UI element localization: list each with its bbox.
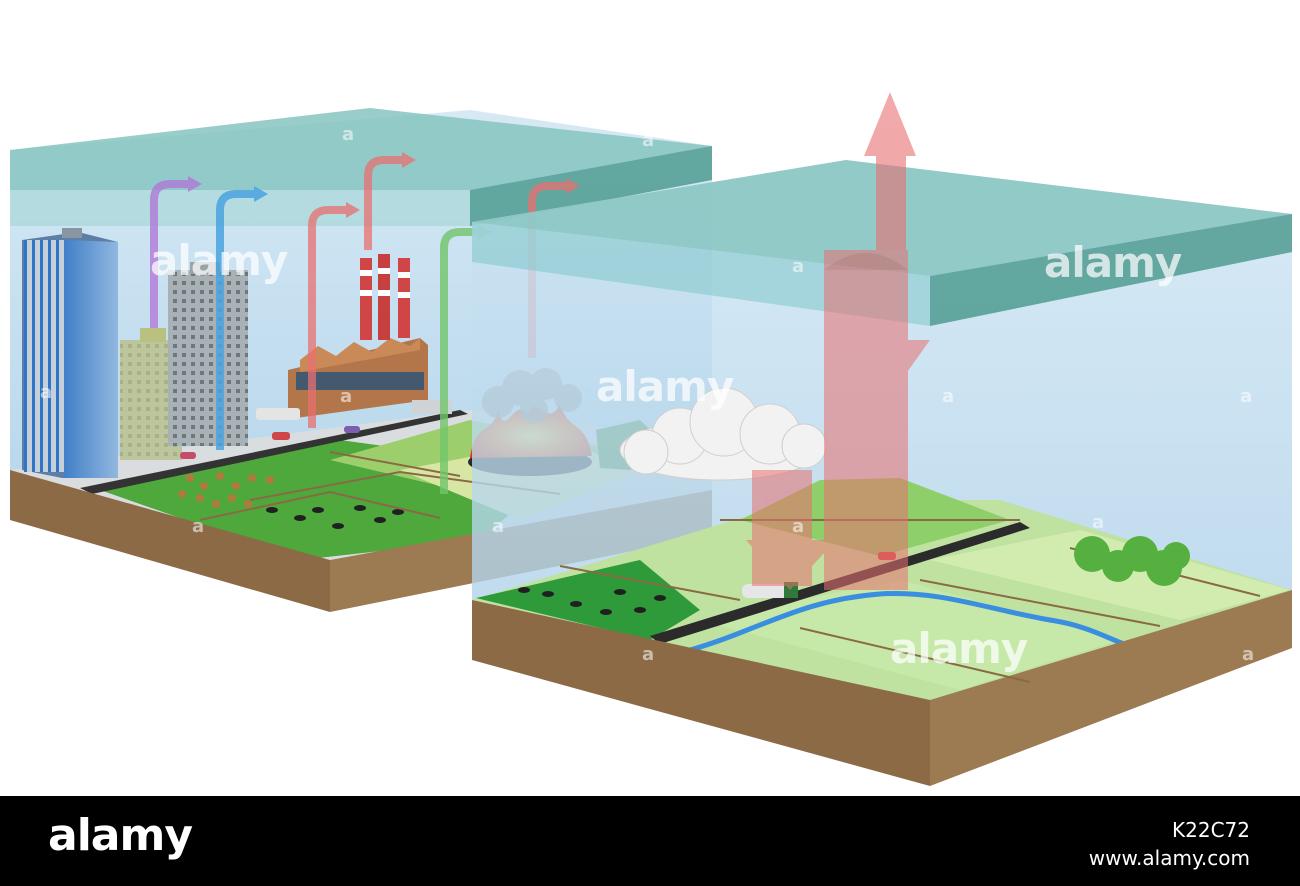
watermark-mark: a [1240,386,1253,407]
upward-arrow [864,92,916,250]
watermark: alamy [596,362,734,411]
cow-icon [266,505,404,529]
footer-url: www.alamy.com [1088,846,1250,870]
watermark-mark: a [192,516,205,537]
watermark-mark: a [340,386,353,407]
watermark-mark: a [942,386,955,407]
left-top-layer [10,108,712,190]
watermark-mark: a [792,516,805,537]
watermark-mark: a [492,516,505,537]
emission-arrow-red-2 [364,152,416,250]
watermark-mark: a [792,256,805,277]
image-id: K22C72 [1172,818,1250,842]
right-top-layer-front [930,214,1292,326]
footer-logo: alamy [48,810,193,861]
skyscraper-icon [22,228,118,478]
left-soil-front [10,470,330,612]
left-road [80,410,468,494]
emission-arrow-red-3 [528,178,580,358]
emission-arrow-red-1 [308,202,360,428]
pollution-transport-illustration [10,92,1292,786]
watermark-mark: a [342,124,355,145]
crop-field [178,472,274,508]
cloud-icon [619,387,827,481]
watermark-mark: a [40,382,53,403]
factory-icon [288,254,428,418]
right-soil-front [472,600,930,786]
car-icon [180,426,360,459]
tower-icon [168,262,248,446]
tree-icon [1074,536,1190,586]
right-soil-side [930,590,1292,786]
cow-icon [518,587,666,615]
watermark-mark: a [642,644,655,665]
watermark-mark: a [1242,644,1255,665]
river-icon [689,590,1131,653]
footer-bar: alamy K22C72 www.alamy.com [0,796,1300,886]
watermark-mark: a [642,130,655,151]
watermark: alamy [150,236,288,285]
emission-arrow-purple [150,176,202,328]
deposition-arrow [746,250,930,590]
emission-arrow-blue [216,186,268,450]
right-block [472,92,1292,786]
watermark-mark: a [1092,512,1105,533]
smokestack-icon [360,254,410,340]
watermark: alamy [890,624,1028,673]
watermark: alamy [1044,238,1182,287]
